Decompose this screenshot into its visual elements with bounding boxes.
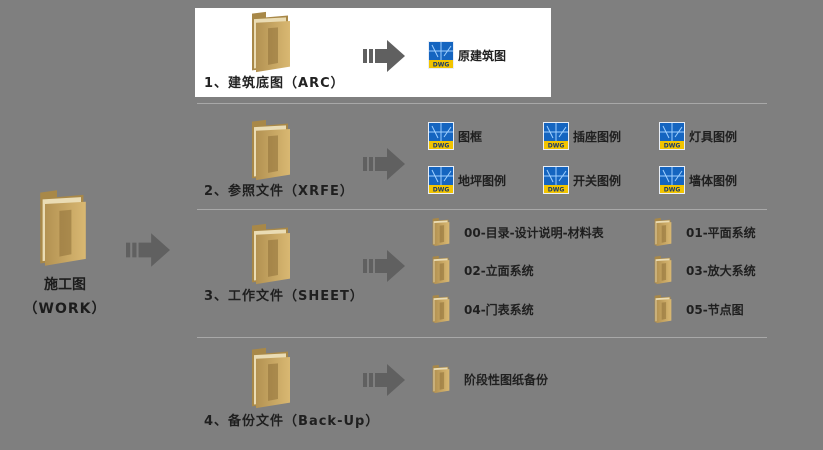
file-label: 插座图例: [573, 129, 622, 144]
dwg-file-icon: DWG: [428, 166, 454, 194]
svg-text:DWG: DWG: [433, 62, 450, 69]
folder-icon: [652, 217, 674, 247]
section-4-folder-icon[interactable]: [246, 346, 296, 410]
dwg-file-icon: DWG: [543, 166, 569, 194]
root-folder-icon[interactable]: [33, 188, 93, 268]
svg-text:DWG: DWG: [433, 143, 450, 150]
section-2-folder-icon[interactable]: [246, 118, 296, 182]
section-1-label: 1、建筑底图（ARC）: [204, 76, 345, 91]
file-label: 灯具图例: [689, 129, 738, 144]
dwg-file-item[interactable]: DWG 插座图例: [543, 122, 621, 150]
file-label: 墙体图例: [689, 173, 738, 188]
svg-text:DWG: DWG: [433, 187, 450, 194]
root-subtitle: （WORK）: [23, 301, 107, 317]
folder-icon: [652, 294, 674, 324]
dwg-file-icon: DWG: [543, 122, 569, 150]
svg-text:DWG: DWG: [548, 143, 565, 150]
subfolder-item[interactable]: 阶段性图纸备份: [430, 364, 548, 394]
section-divider: [197, 103, 767, 104]
section-4-label: 4、备份文件（Back-Up）: [204, 414, 380, 429]
file-label: 图框: [458, 129, 483, 144]
folder-label: 阶段性图纸备份: [464, 372, 549, 387]
subfolder-item[interactable]: 05-节点图: [652, 294, 744, 324]
root-title: 施工图: [44, 277, 86, 293]
section-2-arrow-icon: [363, 146, 405, 182]
dwg-file-item[interactable]: DWG 原建筑图: [428, 41, 506, 69]
folder-label: 03-放大系统: [686, 263, 756, 278]
section-4-arrow-icon: [363, 362, 405, 398]
svg-text:DWG: DWG: [664, 187, 681, 194]
section-3-folder-icon[interactable]: [246, 222, 296, 286]
section-3-arrow-icon: [363, 248, 405, 284]
section-1-arrow-icon: [363, 38, 405, 74]
folder-icon: [430, 217, 452, 247]
dwg-file-icon: DWG: [428, 41, 454, 69]
folder-label: 05-节点图: [686, 302, 744, 317]
subfolder-item[interactable]: 02-立面系统: [430, 255, 534, 285]
section-2-label: 2、参照文件（XRFE）: [204, 184, 354, 199]
folder-label: 00-目录-设计说明-材料表: [464, 225, 604, 240]
file-label: 地坪图例: [458, 173, 507, 188]
dwg-file-item[interactable]: DWG 灯具图例: [659, 122, 737, 150]
dwg-file-item[interactable]: DWG 开关图例: [543, 166, 621, 194]
dwg-file-item[interactable]: DWG 图框: [428, 122, 482, 150]
folder-icon: [430, 255, 452, 285]
file-label: 开关图例: [573, 173, 622, 188]
folder-icon: [430, 294, 452, 324]
folder-icon: [430, 364, 452, 394]
folder-icon: [652, 255, 674, 285]
root-arrow-icon: [126, 231, 170, 269]
dwg-file-item[interactable]: DWG 墙体图例: [659, 166, 737, 194]
svg-text:DWG: DWG: [548, 187, 565, 194]
subfolder-item[interactable]: 04-门表系统: [430, 294, 534, 324]
dwg-file-icon: DWG: [428, 122, 454, 150]
section-1-folder-icon[interactable]: [246, 10, 296, 74]
subfolder-item[interactable]: 03-放大系统: [652, 255, 756, 285]
folder-label: 01-平面系统: [686, 225, 756, 240]
file-label: 原建筑图: [458, 48, 507, 63]
folder-label: 02-立面系统: [464, 263, 534, 278]
folder-label: 04-门表系统: [464, 302, 534, 317]
subfolder-item[interactable]: 01-平面系统: [652, 217, 756, 247]
dwg-file-item[interactable]: DWG 地坪图例: [428, 166, 506, 194]
section-3-label: 3、工作文件（SHEET）: [204, 289, 364, 304]
subfolder-item[interactable]: 00-目录-设计说明-材料表: [430, 217, 604, 247]
dwg-file-icon: DWG: [659, 166, 685, 194]
svg-text:DWG: DWG: [664, 143, 681, 150]
section-divider: [197, 209, 767, 210]
section-divider: [197, 337, 767, 338]
dwg-file-icon: DWG: [659, 122, 685, 150]
